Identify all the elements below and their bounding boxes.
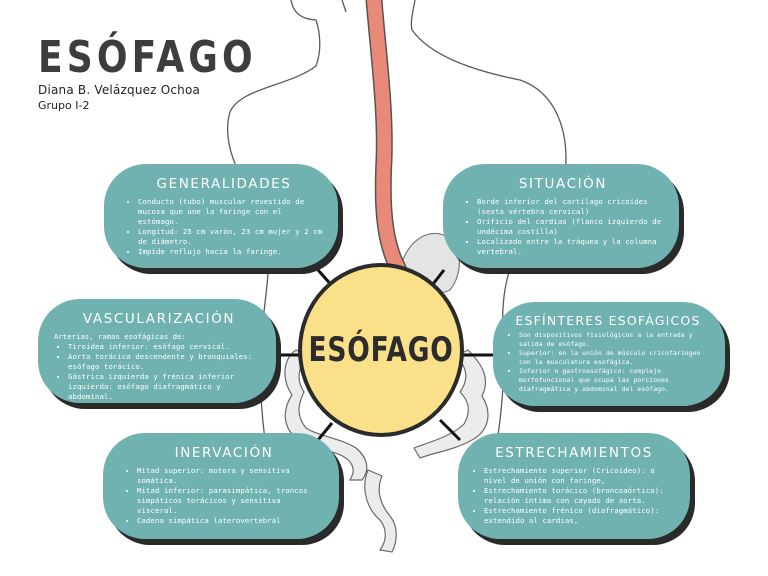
list-item: Mitad superior: motora y sensitiva somát… bbox=[137, 466, 325, 486]
center-node: ESÓFAGO bbox=[298, 263, 464, 437]
card-generalidades: GENERALIDADES Conducto (tubo) muscular r… bbox=[104, 164, 338, 268]
rectum bbox=[364, 469, 397, 553]
list-item: Impide reflujo hacia la faringe. bbox=[138, 247, 324, 257]
list-item: Mitad inferior: parasimpática, troncos s… bbox=[137, 486, 325, 516]
card-list: Son dispositivos fisiológicos a la entra… bbox=[505, 331, 711, 394]
card-title: VASCULARIZACIÓN bbox=[82, 311, 236, 327]
card-title: INERVACIÓN bbox=[174, 445, 274, 461]
list-item: Estrechamiento torácico (broncoaórtico):… bbox=[484, 486, 678, 506]
author-name: Diana B. Velázquez Ochoa bbox=[38, 83, 201, 97]
card-inervacion: INERVACIÓN Mitad superior: motora y sens… bbox=[103, 433, 339, 539]
list-item: Conducto (tubo) muscular revestido de mu… bbox=[138, 197, 324, 227]
list-item: Longitud: 25 cm varón, 23 cm mujer y 2 c… bbox=[138, 227, 324, 247]
card-situacion: SITUACIÓN Borde inferior del cartílago c… bbox=[443, 164, 679, 268]
card-list: Conducto (tubo) muscular revestido de mu… bbox=[124, 197, 324, 257]
list-item: Localizado entre la tráquea y la columna… bbox=[477, 237, 663, 257]
list-item: Borde inferior del cartílago cricoides (… bbox=[477, 197, 663, 217]
card-intro: Arterias, ramas esofágicas de: bbox=[54, 332, 186, 341]
card-list: Tiroidea inferior: esófago cervical. Aor… bbox=[54, 342, 264, 402]
card-vascularizacion: VASCULARIZACIÓN Arterias, ramas esofágic… bbox=[38, 299, 276, 403]
list-item: Superior: en la unión de músculo cricofa… bbox=[519, 349, 711, 367]
list-item: Cadena simpática laterovertebral bbox=[137, 516, 325, 526]
list-item: Aorta torácica descendente y bronquiales… bbox=[68, 352, 264, 372]
card-esfinteres: ESFÍNTERES ESOFÁGICOS Son dispositivos f… bbox=[493, 302, 725, 406]
esophagus-tube bbox=[367, 0, 405, 275]
connector-inervacion bbox=[316, 422, 334, 441]
list-item: Son dispositivos fisiológicos a la entra… bbox=[519, 331, 711, 349]
colon-right bbox=[413, 349, 489, 459]
list-item: Estrechamiento superior (Cricoideo): a n… bbox=[484, 466, 678, 486]
center-label: ESÓFAGO bbox=[308, 330, 454, 370]
card-title: ESFÍNTERES ESOFÁGICOS bbox=[515, 313, 701, 328]
card-title: GENERALIDADES bbox=[156, 176, 292, 192]
card-estrechamientos: ESTRECHAMIENTOS Estrechamiento superior … bbox=[458, 433, 690, 539]
card-list: Estrechamiento superior (Cricoideo): a n… bbox=[470, 466, 678, 526]
card-list: Borde inferior del cartílago cricoides (… bbox=[463, 197, 663, 257]
list-item: Inferior o gastroesofágico: complejo mor… bbox=[519, 367, 711, 394]
neck-line bbox=[341, 0, 347, 13]
page-title: ESÓFAGO bbox=[38, 32, 257, 83]
group-label: Grupo I-2 bbox=[38, 99, 90, 112]
list-item: Orificio del cardias (flanco izquierdo d… bbox=[477, 217, 663, 237]
list-item: Estrechamiento frénico (diafragmático): … bbox=[484, 506, 678, 526]
list-item: Tiroidea inferior: esófago cervical. bbox=[68, 342, 264, 352]
card-title: SITUACIÓN bbox=[518, 176, 608, 192]
colon-left bbox=[284, 349, 368, 481]
card-title: ESTRECHAMIENTOS bbox=[495, 445, 653, 461]
connector-estrechamientos bbox=[438, 418, 462, 442]
card-list: Mitad superior: motora y sensitiva somát… bbox=[123, 466, 325, 526]
list-item: Gástrica izquierda y frénica inferior iz… bbox=[68, 372, 264, 402]
